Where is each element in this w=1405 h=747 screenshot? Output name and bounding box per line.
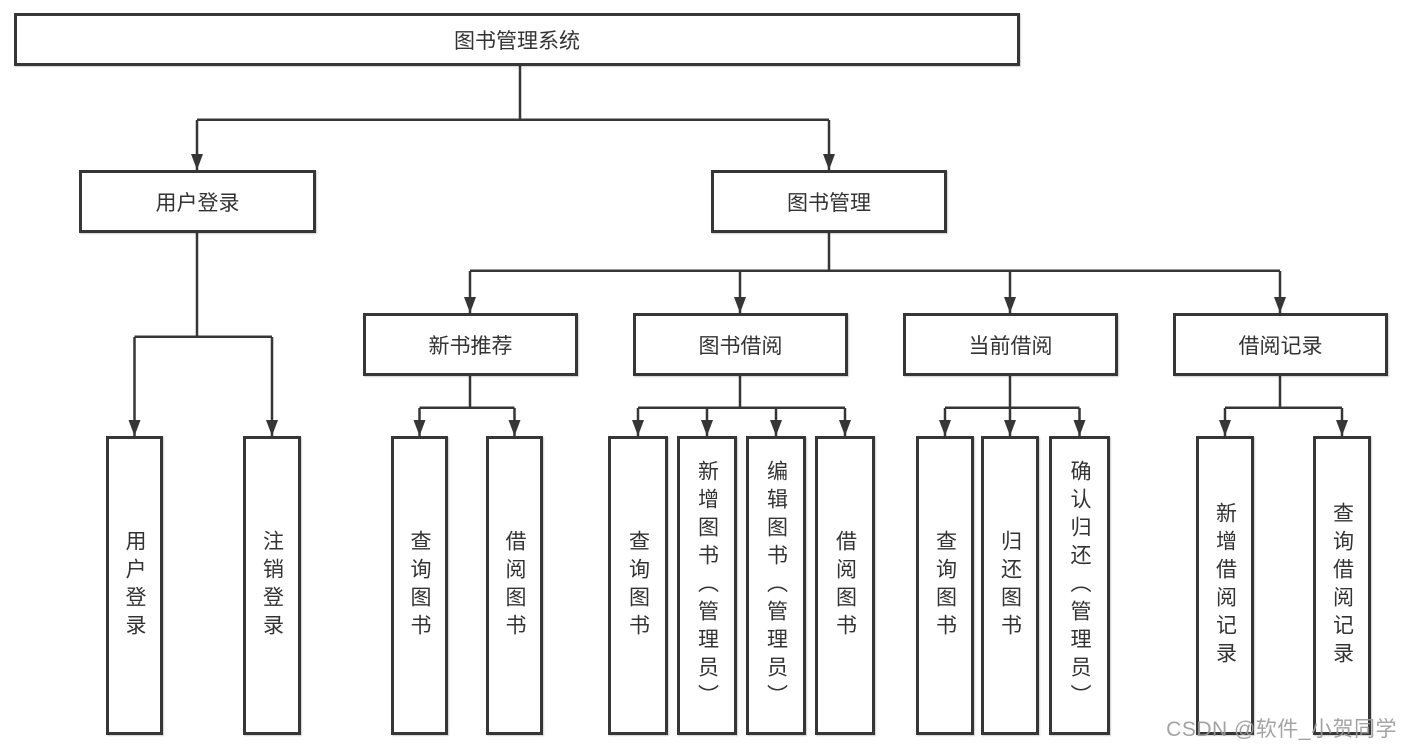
leaf-query-borrow-record: 查询借阅记录 (1313, 436, 1371, 735)
leaf-confirm-return-admin: 确认归还（管理员） (1049, 436, 1110, 735)
node-book-borrowing: 图书借阅 (633, 313, 848, 376)
node-book-management: 图书管理 (711, 170, 947, 233)
watermark: CSDN @软件_小贺同学 (1166, 718, 1397, 741)
leaf-borrow-books-borrowing: 借阅图书 (815, 436, 875, 735)
node-system-root: 图书管理系统 (14, 13, 1020, 66)
leaf-query-books-recommend: 查询图书 (391, 436, 448, 735)
leaf-edit-book-admin: 编辑图书（管理员） (746, 436, 806, 735)
leaf-return-book: 归还图书 (981, 436, 1039, 735)
node-new-book-recommendation: 新书推荐 (363, 313, 578, 376)
node-borrowing-records: 借阅记录 (1173, 313, 1388, 376)
leaf-add-book-admin: 新增图书（管理员） (677, 436, 737, 735)
node-user-login: 用户登录 (79, 170, 316, 233)
leaf-user-login: 用户登录 (106, 436, 163, 735)
leaf-query-books-current: 查询图书 (916, 436, 974, 735)
leaf-borrow-books-recommend: 借阅图书 (486, 436, 543, 735)
leaf-add-borrow-record: 新增借阅记录 (1196, 436, 1254, 735)
leaf-query-books-borrowing: 查询图书 (608, 436, 668, 735)
node-current-borrowing: 当前借阅 (903, 313, 1118, 376)
leaf-logout: 注销登录 (243, 436, 301, 735)
